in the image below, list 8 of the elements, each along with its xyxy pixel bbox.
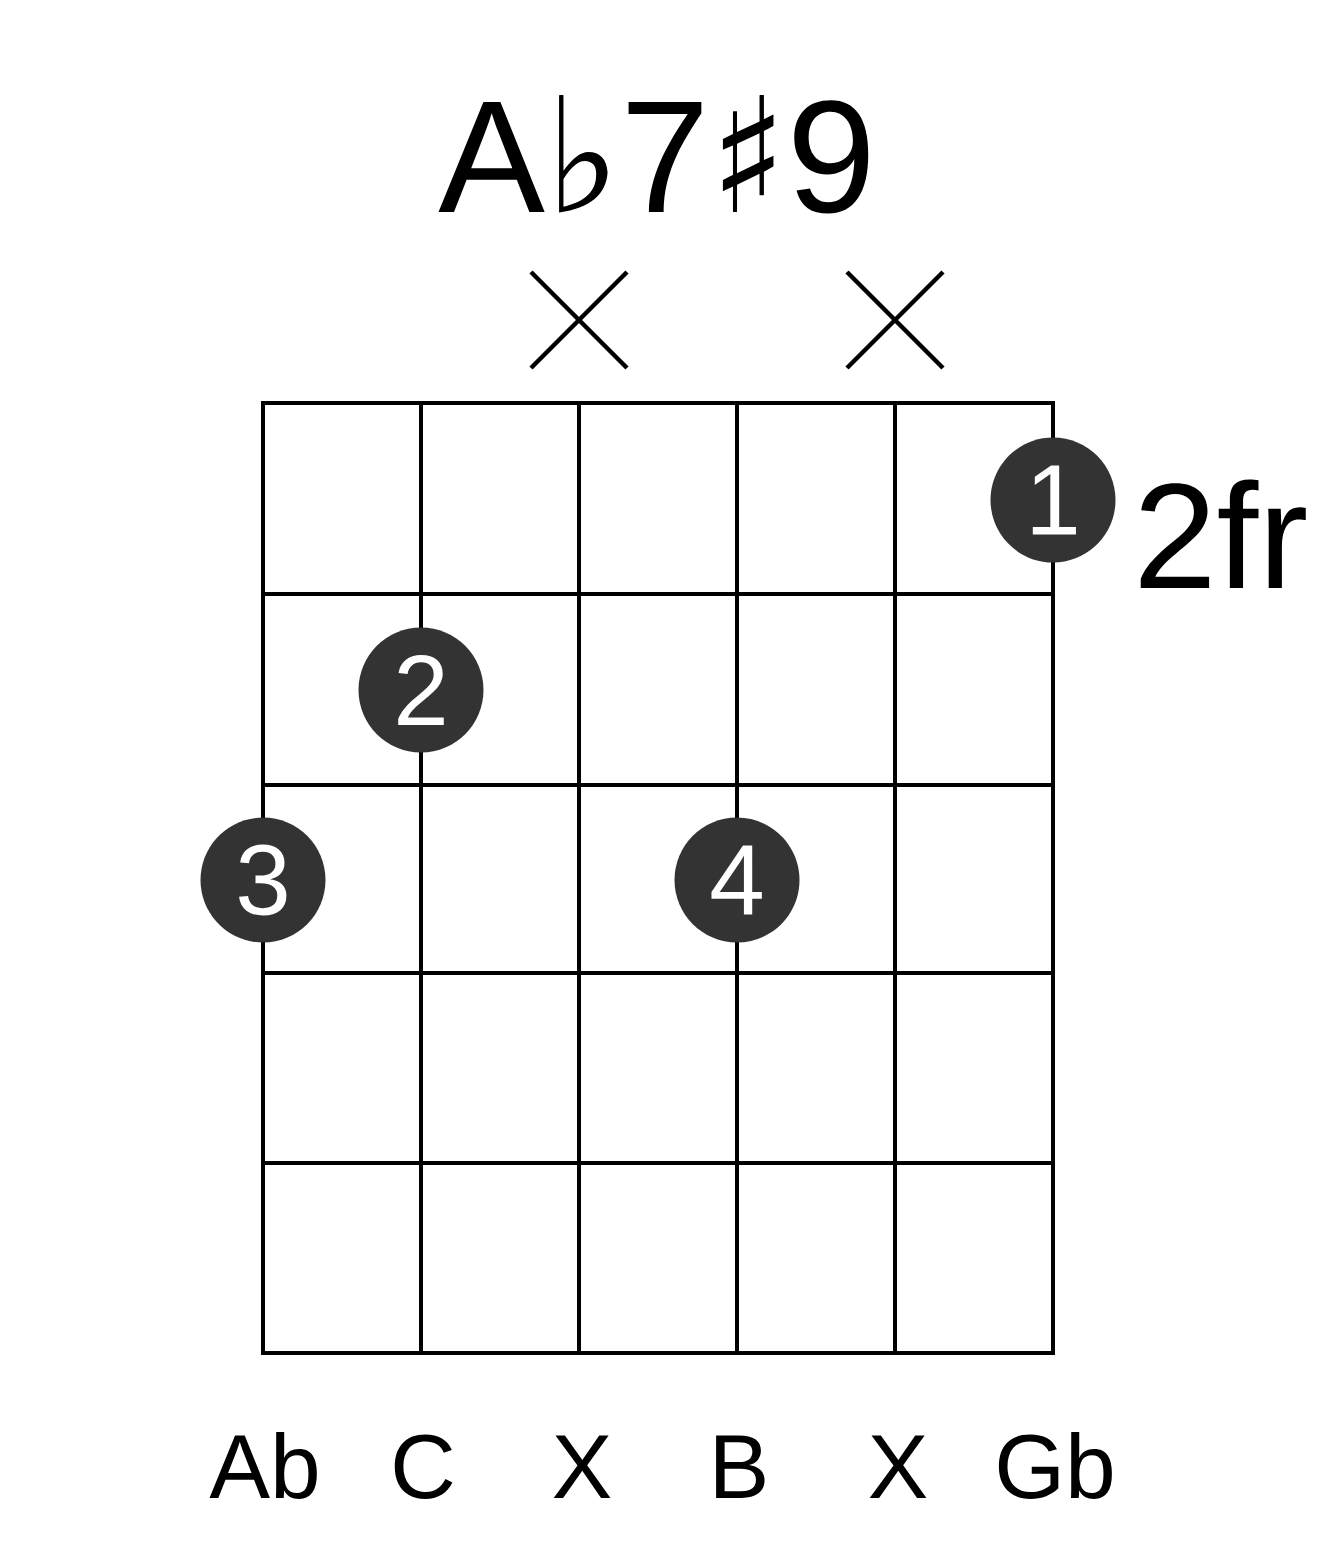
string-note-label: X <box>553 1435 611 1498</box>
string-note-label: X <box>869 1435 927 1498</box>
string-note-label: Ab <box>209 1432 317 1499</box>
string-note-label: C <box>394 1434 453 1499</box>
string-note-label: B <box>716 1435 765 1498</box>
string-note-label: Gb <box>998 1432 1112 1499</box>
fret-position-label: 2fr <box>1140 479 1306 588</box>
chord-title: A♭7♯9 <box>438 95 869 214</box>
